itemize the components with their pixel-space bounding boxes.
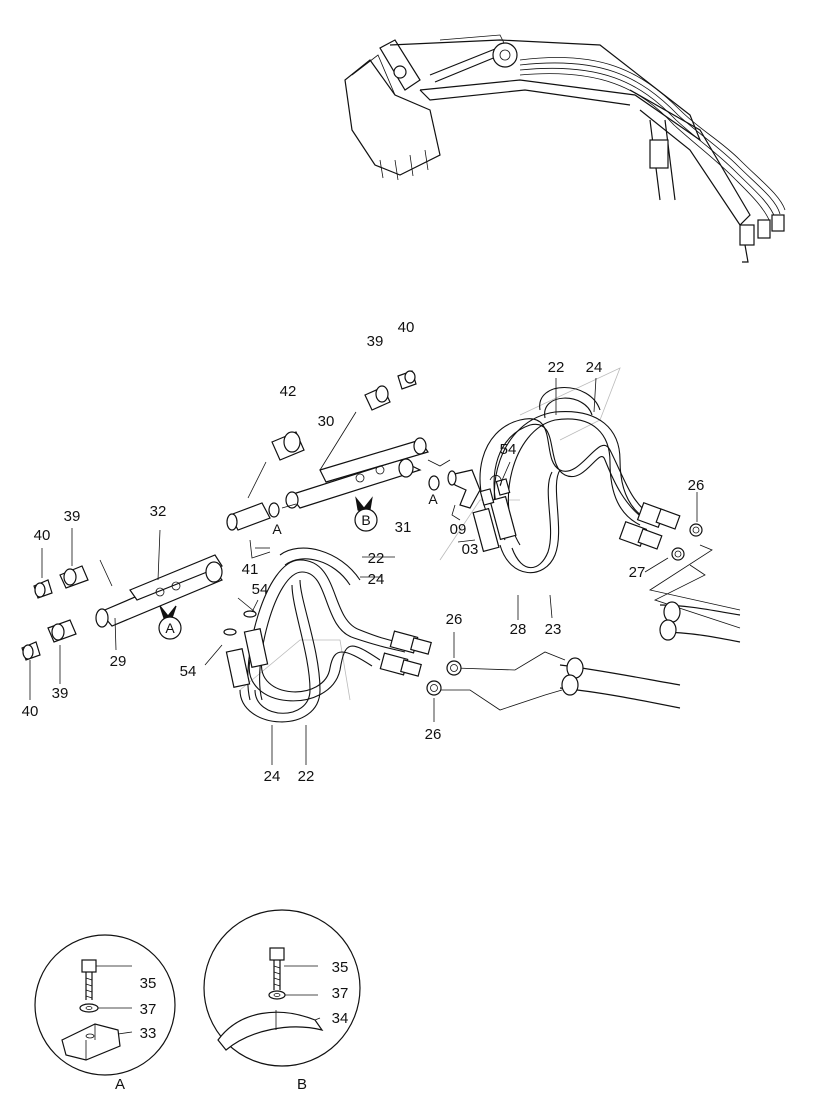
callout-54-left: 54 [180, 663, 197, 680]
o-ring-26-bot [426, 680, 442, 696]
callout-27: 27 [629, 564, 646, 581]
leader-lines [255, 377, 698, 765]
callout-40-top: 40 [398, 319, 415, 336]
callout-22-mid: 22 [368, 550, 385, 567]
detail-marker-a: A [158, 605, 182, 640]
callout-24-bot: 24 [264, 768, 281, 785]
svg-text:A: A [165, 620, 175, 636]
callout-39-left: 39 [64, 508, 81, 525]
o-ring-27 [671, 547, 685, 561]
o-ring-26-mid [446, 660, 462, 676]
detail-a-callout-37: 37 [140, 1001, 157, 1018]
fitting-right-lower [618, 521, 663, 550]
detail-a-callout-33: 33 [140, 1025, 157, 1042]
callout-09: 09 [450, 521, 467, 538]
detail-b-callout-35: 35 [332, 959, 349, 976]
callout-26-right: 26 [688, 477, 705, 494]
callout-42: 42 [280, 383, 297, 400]
callout-23: 23 [545, 621, 562, 638]
fitting-left-pair [472, 478, 517, 553]
fitting-right-upper [636, 502, 681, 530]
left-hose-assembly [204, 547, 432, 723]
excavator-arm-overview [344, 34, 786, 263]
callout-03: 03 [462, 541, 479, 558]
callout-39-top: 39 [367, 333, 384, 350]
callout-26-mid: 26 [446, 611, 463, 628]
callout-26-bot: 26 [425, 726, 442, 743]
callout-24-top: 24 [586, 359, 603, 376]
clamp-assembly-left [21, 529, 256, 661]
callout-32: 32 [150, 503, 167, 520]
callout-40-left: 40 [34, 527, 51, 544]
svg-text:B: B [361, 512, 370, 528]
detail-a-callout-35: 35 [140, 975, 157, 992]
callout-40-bot: 40 [22, 703, 39, 720]
ref-a-right: A [428, 491, 438, 507]
pipe-connectors-right [440, 601, 741, 711]
callout-22-top: 22 [548, 359, 565, 376]
detail-b-callout-34: 34 [332, 1010, 349, 1027]
callout-28: 28 [510, 621, 527, 638]
callout-41: 41 [242, 561, 259, 578]
callout-54-right: 54 [500, 441, 517, 458]
o-ring-icon [428, 475, 440, 491]
callout-39-bot: 39 [52, 685, 69, 702]
callout-labels: 22 24 54 26 27 03 09 28 23 26 26 39 40 4… [22, 319, 705, 785]
clamp-assembly-upper [226, 370, 451, 559]
callout-24-mid: 24 [368, 571, 385, 588]
detail-b-callout-37: 37 [332, 985, 349, 1002]
o-ring-26-right [689, 523, 703, 537]
ref-a-upper: A [272, 521, 282, 537]
detail-a-label: A [115, 1076, 125, 1093]
detail-view-b: 35 37 34 B [203, 909, 361, 1093]
callout-31: 31 [395, 519, 412, 536]
callout-54-left-top: 54 [252, 581, 269, 598]
detail-marker-b: B [354, 496, 378, 532]
callout-22-bot: 22 [298, 768, 315, 785]
callout-29: 29 [110, 653, 127, 670]
callout-30: 30 [318, 413, 335, 430]
detail-b-label: B [297, 1076, 307, 1093]
right-hose-assembly [428, 367, 741, 629]
detail-view-a: 35 37 33 A [34, 934, 176, 1093]
